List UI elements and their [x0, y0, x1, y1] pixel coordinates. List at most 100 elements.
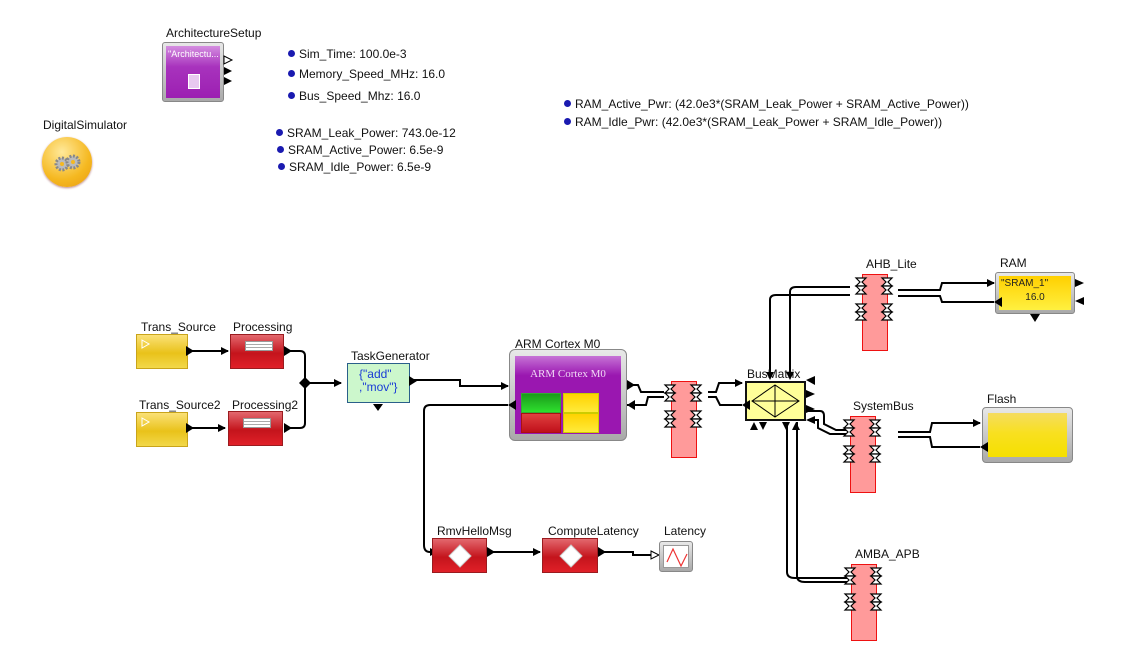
- compute-latency-label: ComputeLatency: [548, 524, 639, 538]
- ram-bottom-port: [1030, 314, 1040, 322]
- flash-label: Flash: [987, 392, 1017, 406]
- status-led-red: [521, 413, 561, 433]
- wire-arm-bus2: [627, 396, 664, 406]
- wire-bus-matrix2: [708, 396, 742, 406]
- arm-bus-block[interactable]: [671, 381, 697, 458]
- bullet-icon: [277, 146, 284, 153]
- trans-source-label: Trans_Source: [141, 320, 216, 334]
- digital-simulator-block[interactable]: [42, 137, 92, 187]
- play-icon: [141, 417, 151, 427]
- rmv-hello-msg-block[interactable]: [432, 538, 487, 573]
- task-generator-line2: ,"mov"}: [359, 380, 398, 394]
- queue-icon: [245, 341, 273, 351]
- ram-ports: [1075, 279, 1084, 305]
- queue-icon: [243, 418, 271, 428]
- flash-block[interactable]: [982, 407, 1073, 463]
- status-led-yellow: [563, 393, 599, 413]
- bullet-icon: [288, 50, 295, 57]
- bullet-icon: [564, 100, 571, 107]
- wire-matrix-amba2: [796, 422, 848, 583]
- wire-matrix-ahb2: [789, 286, 850, 377]
- wire-sysbus-flash1: [898, 419, 981, 433]
- bus-matrix-right-ports: [806, 376, 815, 424]
- arm-cortex-block[interactable]: ARM Cortex M0: [509, 349, 627, 441]
- digital-simulator-label: DigitalSimulator: [43, 118, 128, 132]
- task-generator-right-port: [409, 376, 417, 386]
- bus-matrix-top-ports: [766, 372, 794, 380]
- wire-ahb-ram2: [898, 295, 994, 303]
- arm-cortex-label: ARM Cortex M0: [515, 337, 601, 351]
- document-icon: [188, 74, 200, 89]
- param-memory-speed[interactable]: Memory_Speed_MHz: 16.0: [288, 67, 445, 81]
- wire-matrix-amba1: [786, 422, 848, 579]
- processing-label: Processing: [233, 320, 293, 334]
- wire-arm-rmvhello: [423, 404, 508, 556]
- ahb-lite-block[interactable]: [862, 274, 888, 351]
- ahb-lite-label: AHB_Lite: [866, 257, 917, 271]
- bullet-icon: [278, 163, 285, 170]
- wire-bus-matrix1: [708, 379, 743, 393]
- play-icon: [141, 339, 151, 349]
- processing-block[interactable]: [230, 334, 284, 369]
- architecture-setup-ports: [223, 55, 234, 85]
- rmv-hello-msg-label: RmvHelloMsg: [437, 524, 512, 538]
- latency-input-port: [650, 550, 661, 560]
- latency-plot-block[interactable]: [659, 541, 693, 572]
- processing2-block[interactable]: [228, 411, 283, 446]
- bus-matrix-bottom-ports: [750, 422, 800, 430]
- param-ram-active-pwr[interactable]: RAM_Active_Pwr: (42.0e3*(SRAM_Leak_Power…: [564, 97, 969, 111]
- compute-latency-block[interactable]: [542, 538, 598, 573]
- merge-junction: [299, 377, 311, 389]
- processing2-label: Processing2: [232, 398, 299, 412]
- wire-arm-bus1: [627, 384, 664, 393]
- status-led-yellow2: [563, 413, 599, 433]
- wire-processing2-merge: [284, 386, 306, 429]
- task-generator-block[interactable]: {"add" ,"mov"}: [347, 363, 410, 403]
- wire-taskgen-arm: [408, 379, 509, 390]
- param-sram-leak-power[interactable]: SRAM_Leak_Power: 743.0e-12: [276, 126, 456, 140]
- param-sram-active-power[interactable]: SRAM_Active_Power: 6.5e-9: [277, 143, 443, 157]
- ram-speed-value: 16.0: [1025, 292, 1045, 303]
- task-generator-line1: {"add": [359, 367, 392, 381]
- trans-source2-block[interactable]: [136, 412, 188, 447]
- bus-matrix-block[interactable]: [745, 381, 806, 421]
- crossbar-icon: [751, 384, 800, 418]
- decision-diamond-icon: [559, 544, 583, 568]
- bullet-icon: [276, 129, 283, 136]
- status-led-green: [521, 393, 561, 413]
- param-ram-idle-pwr[interactable]: RAM_Idle_Pwr: (42.0e3*(SRAM_Leak_Power +…: [564, 115, 942, 129]
- latency-label: Latency: [664, 524, 707, 538]
- wire-matrix-sysbus1: [808, 410, 850, 431]
- system-bus-label: SystemBus: [853, 399, 914, 413]
- amba-apb-label: AMBA_APB: [855, 547, 920, 561]
- architecture-setup-text: "Architectu...: [168, 49, 219, 59]
- architecture-setup-label: ArchitectureSetup: [166, 26, 262, 40]
- wire-sysbus-flash2: [898, 436, 980, 448]
- wire-matrix-ahb1: [769, 294, 850, 377]
- task-generator-output-port: [373, 404, 383, 411]
- bullet-icon: [288, 70, 295, 77]
- amba-apb-block[interactable]: [851, 564, 877, 641]
- decision-diamond-icon: [448, 544, 472, 568]
- wire-compute-latency: [598, 551, 657, 556]
- ram-instance-name: "SRAM_1": [1001, 278, 1049, 289]
- architecture-setup-block[interactable]: "Architectu...: [162, 42, 224, 102]
- waveform-icon: [666, 547, 688, 568]
- ram-label: RAM: [1000, 256, 1027, 270]
- wire-processing-merge: [284, 350, 306, 380]
- ram-block[interactable]: "SRAM_1" 16.0: [995, 272, 1075, 314]
- system-bus-block[interactable]: [850, 416, 876, 493]
- arm-cortex-inner-text: ARM Cortex M0: [530, 368, 606, 380]
- param-sram-idle-power[interactable]: SRAM_Idle_Power: 6.5e-9: [278, 160, 431, 174]
- bus-matrix-label: BusMatrix: [747, 367, 801, 381]
- trans-source-block[interactable]: [136, 334, 188, 369]
- wire-ahb-ram1: [898, 279, 995, 291]
- gears-icon: [54, 154, 81, 172]
- param-sim-time[interactable]: Sim_Time: 100.0e-3: [288, 47, 407, 61]
- bullet-icon: [564, 118, 571, 125]
- trans-source2-label: Trans_Source2: [139, 398, 221, 412]
- param-bus-speed[interactable]: Bus_Speed_Mhz: 16.0: [288, 89, 420, 103]
- task-generator-label: TaskGenerator: [351, 349, 430, 363]
- bullet-icon: [288, 92, 295, 99]
